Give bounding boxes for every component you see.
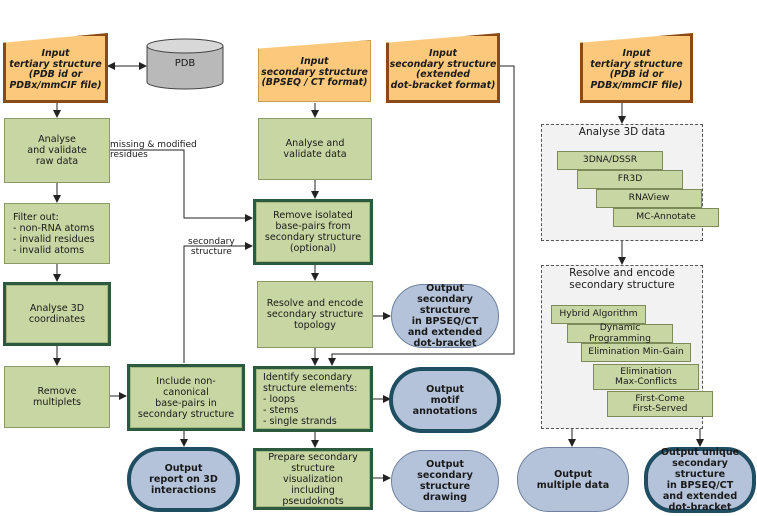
algorithm-elimination-min-gain: Elimination Min-Gain [581,343,691,362]
prepare-visualization-box: Prepare secondary structure visualizatio… [253,448,373,510]
edge-label-missing-residues: missing & modified residues [110,140,197,160]
output-multiple-pill: Output multiple data [517,447,629,512]
analyse-validate-data-text: Analyse and validate data [283,138,347,160]
analyse-raw-data-text: Analyse and validate raw data [27,134,87,167]
analyse-3d-data-title: Analyse 3D data [578,126,666,138]
input-tertiary-left-text: Input tertiary structure (PDB id or PDBx… [9,48,102,91]
algorithm-dynamic-programming: Dynamic Programming [567,322,673,343]
filter-out-box: Filter out: - non-RNA atoms - invalid re… [4,203,110,264]
output-bpseq-ct-text: Output secondary structure in BPSEQ/CT a… [407,283,483,349]
tool-mc-annotate: MC-Annotate [613,208,719,227]
resolve-encode-group-title: Resolve and encode secondary structure [569,267,675,291]
include-noncanonical-box: Include non-canonical base-pairs in seco… [127,364,245,431]
output-report-3d-text: Output report on 3D interactions [149,463,218,496]
edge-label-secondary-structure: secondary structure [188,237,235,257]
output-motif-text: Output motif annotations [412,383,478,417]
input-secondary-bpseq: Input secondary structure (BPSEQ / CT fo… [258,40,371,102]
output-multiple-text: Output multiple data [536,468,610,491]
input-tertiary-structure-right: Input tertiary structure (PDB id or PDBx… [580,33,693,103]
analyse-3d-coordinates-box: Analyse 3D coordinates [3,282,111,346]
include-noncanonical-text: Include non-canonical base-pairs in seco… [137,375,235,420]
tool-fr3d: FR3D [577,170,683,189]
analyse-3d-coordinates-text: Analyse 3D coordinates [28,303,86,325]
analyse-validate-data-box: Analyse and validate data [258,118,372,180]
pdb-database-icon: PDB [146,38,224,90]
edge-secondary-structure [183,242,253,363]
algorithm-first-come-first-served: First-Come First-Served [607,391,713,417]
algorithm-elimination-max-conflicts: Elimination Max-Conflicts [593,364,699,390]
output-bpseq-ct-pill: Output secondary structure in BPSEQ/CT a… [391,283,499,349]
filter-out-text: Filter out: - non-RNA atoms - invalid re… [13,211,95,256]
output-motif-pill: Output motif annotations [389,367,501,433]
pdb-database-label: PDB [174,58,196,69]
input-bpseq-text: Input secondary structure (BPSEQ / CT fo… [261,56,368,89]
output-unique-text: Output unique secondary structure in BPS… [660,447,740,513]
resolve-encode-topology-box: Resolve and encode secondary structure t… [257,281,373,348]
edge-dotbracket-route [328,65,515,366]
remove-multiplets-text: Remove multiplets [33,386,81,408]
edge-missing-residues [110,149,253,222]
identify-elements-box: Identify secondary structure elements: -… [253,366,373,432]
resolve-encode-topology-text: Resolve and encode secondary structure t… [266,298,364,331]
remove-multiplets-box: Remove multiplets [4,366,110,428]
input-tertiary-right-text: Input tertiary structure (PDB id or PDBx… [590,48,683,91]
output-report-3d-pill: Output report on 3D interactions [127,447,240,512]
tool-3dna-dssr: 3DNA/DSSR [557,151,663,170]
remove-isolated-box: Remove isolated base-pairs from secondar… [253,199,373,265]
output-drawing-pill: Output secondary structure drawing [391,450,499,512]
input-tertiary-structure-left: Input tertiary structure (PDB id or PDBx… [3,33,108,103]
remove-isolated-text: Remove isolated base-pairs from secondar… [264,210,362,254]
prepare-visualization-text: Prepare secondary structure visualizatio… [268,451,358,507]
input-secondary-dotbracket: Input secondary structure (extended dot-… [386,33,500,103]
algorithm-hybrid: Hybrid Algorithm [551,305,646,324]
analyse-raw-data-box: Analyse and validate raw data [4,118,110,183]
identify-elements-text: Identify secondary structure elements: -… [263,371,358,427]
tool-rnaview: RNAView [596,189,702,208]
input-dotbracket-text: Input secondary structure (extended dot-… [389,48,497,91]
output-unique-pill: Output unique secondary structure in BPS… [644,447,756,513]
output-drawing-text: Output secondary structure drawing [417,459,473,503]
